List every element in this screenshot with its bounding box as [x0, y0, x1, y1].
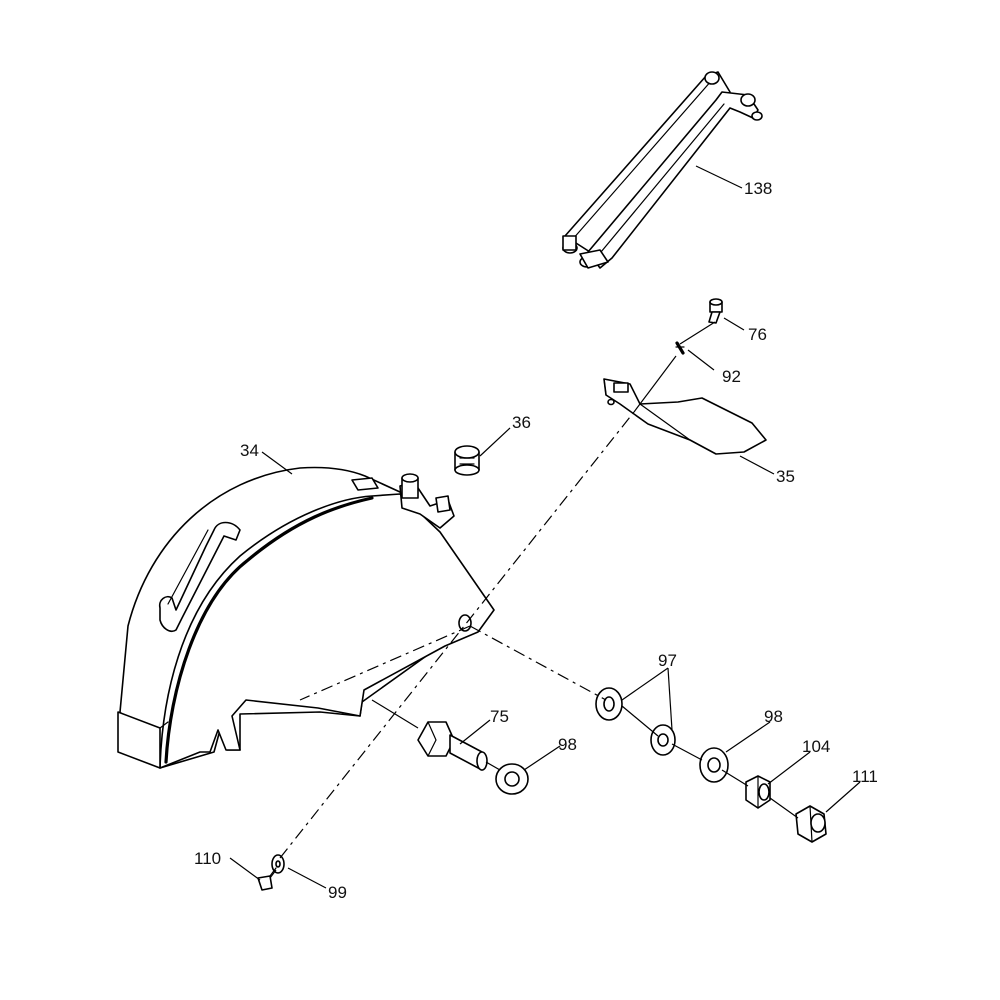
part-92-pin [675, 341, 685, 355]
part-98-washer-right [699, 747, 729, 783]
part-34-blade-guard [117, 466, 495, 769]
callout-98-left: 98 [558, 735, 577, 754]
part-104-nut [745, 775, 771, 809]
callout-99: 99 [328, 883, 347, 902]
part-110-screw [257, 867, 277, 891]
part-76-screw [708, 298, 723, 324]
callout-111: 111 [852, 767, 878, 786]
callout-36: 36 [512, 413, 531, 432]
callout-76: 76 [748, 325, 767, 344]
callout-75: 75 [490, 707, 509, 726]
part-75-bolt [417, 721, 488, 771]
callout-110: 110 [194, 849, 221, 868]
part-35-guard-plate [603, 378, 767, 455]
callout-92: 92 [722, 367, 741, 386]
part-98-washer-left [495, 763, 529, 795]
callout-34: 34 [240, 441, 259, 460]
callout-98-right: 98 [764, 707, 783, 726]
callout-35: 35 [776, 467, 795, 486]
callout-leaders [229, 165, 861, 889]
part-111-lock-nut [795, 805, 827, 843]
part-36-fitting [454, 445, 480, 476]
callout-labels: 138 76 92 36 34 35 97 75 98 98 104 111 1… [194, 179, 878, 902]
part-97-washers [595, 687, 676, 756]
callout-104: 104 [802, 737, 830, 756]
assembly-lines [269, 321, 799, 879]
part-138-handle-rod [562, 71, 763, 269]
callout-97: 97 [658, 651, 677, 670]
callout-138: 138 [744, 179, 772, 198]
